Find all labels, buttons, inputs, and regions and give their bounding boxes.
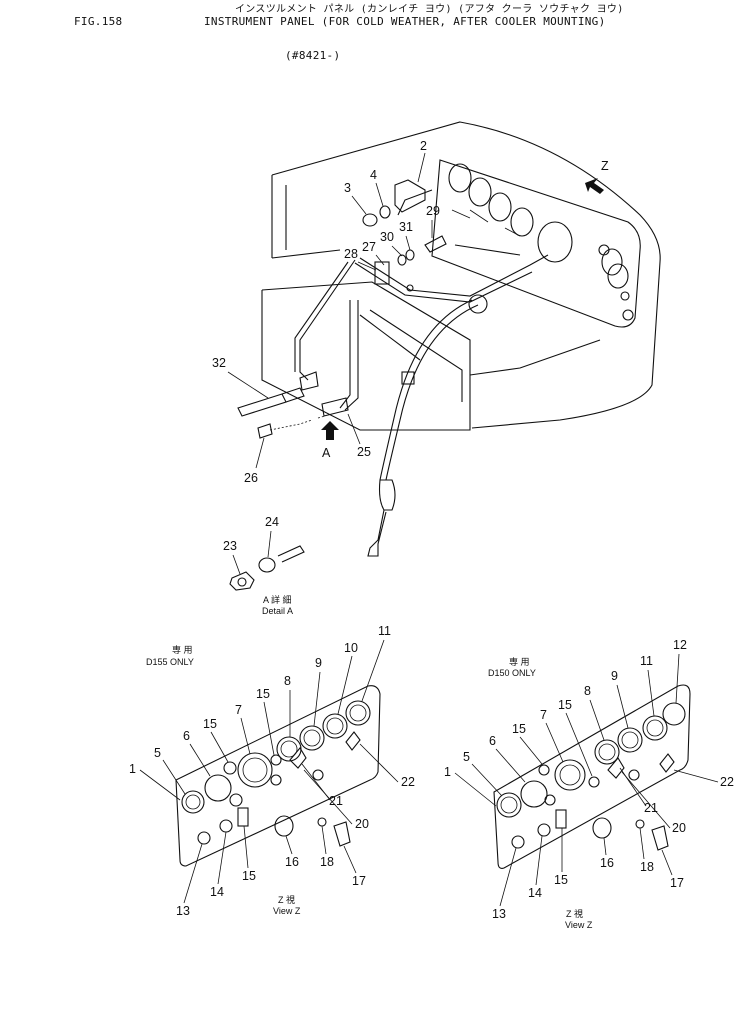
callout-23: 23 (223, 539, 237, 553)
figure-label: FIG.158 (74, 15, 123, 28)
callout-11: 11 (378, 624, 391, 638)
callout-3: 3 (344, 181, 351, 195)
callout-4: 4 (370, 168, 377, 182)
panel-d150-gauges (496, 702, 686, 851)
panel-d150-note-en: D150 ONLY (488, 668, 536, 678)
panel-d155-view-en: View Z (273, 906, 301, 916)
detail-a-arrow-label: A (322, 446, 331, 460)
callout-16: 16 (600, 856, 614, 870)
callout-27: 27 (362, 240, 376, 254)
callout-13: 13 (176, 904, 190, 918)
callout-24: 24 (265, 515, 279, 529)
callout-8: 8 (284, 674, 291, 688)
panel-d155-gauges (181, 700, 371, 847)
callout-15c: 15 (242, 869, 256, 883)
callout-29: 29 (426, 204, 440, 218)
callout-28: 28 (344, 247, 358, 261)
callout-21: 21 (644, 801, 658, 815)
callout-2: 2 (420, 139, 427, 153)
callout-9: 9 (315, 656, 322, 670)
panel-d150-view-en: View Z (565, 920, 593, 930)
serial-range: (#8421-) (285, 49, 341, 62)
callout-32: 32 (212, 356, 226, 370)
wiring-harness (294, 189, 549, 557)
panel-d150-callouts: 1 5 6 7 8 9 11 12 15 15 15 13 14 (444, 638, 734, 921)
callout-15a: 15 (512, 722, 526, 736)
callout-7: 7 (540, 708, 547, 722)
dashboard-housing (261, 121, 661, 431)
callout-18: 18 (320, 855, 334, 869)
callout-13: 13 (492, 907, 506, 921)
callout-25: 25 (357, 445, 371, 459)
panel-d155-note-jp: 専 用 (172, 644, 193, 655)
callout-7: 7 (235, 703, 242, 717)
callout-22: 22 (401, 775, 415, 789)
callout-11: 11 (640, 654, 653, 668)
callout-5: 5 (463, 750, 470, 764)
view-z-marker: Z (601, 159, 609, 173)
callout-20: 20 (355, 817, 369, 831)
hardware-parts (237, 179, 447, 439)
detail-a-arrow: A (321, 421, 339, 460)
callout-16: 16 (285, 855, 299, 869)
callout-5: 5 (154, 746, 161, 760)
detail-a-caption-en: Detail A (262, 606, 293, 616)
panel-d155-view-jp: Z 視 (278, 894, 295, 905)
callout-15b: 15 (256, 687, 270, 701)
top-callouts: 2 3 4 29 30 31 28 27 32 26 25 24 23 (212, 139, 440, 575)
callout-20: 20 (672, 821, 686, 835)
callout-1: 1 (444, 765, 451, 779)
figure-title: INSTRUMENT PANEL (FOR COLD WEATHER, AFTE… (204, 15, 606, 28)
callout-15b: 15 (558, 698, 572, 712)
detail-a-parts (229, 545, 305, 591)
callout-14: 14 (528, 886, 542, 900)
panel-gauges (448, 163, 634, 321)
panel-d150: 専 用 D150 ONLY 1 5 (444, 638, 734, 930)
detail-a-caption-jp: A 詳 細 (263, 594, 292, 605)
callout-30: 30 (380, 230, 394, 244)
kana-title: インスツルメント パネル (カンレイチ ヨウ) (アフタ クーラ ソウチャク ヨ… (235, 4, 624, 15)
callout-15c: 15 (554, 873, 568, 887)
callout-1: 1 (129, 762, 136, 776)
panel-d150-note-jp: 専 用 (509, 656, 530, 667)
panel-d155: 専 用 D155 ONLY 1 5 (129, 624, 415, 918)
callout-22: 22 (720, 775, 734, 789)
callout-6: 6 (183, 729, 190, 743)
panel-d155-note-en: D155 ONLY (146, 657, 194, 667)
callout-18: 18 (640, 860, 654, 874)
callout-8: 8 (584, 684, 591, 698)
view-z-arrow: Z (585, 159, 609, 194)
callout-17: 17 (670, 876, 684, 890)
callout-15a: 15 (203, 717, 217, 731)
panel-d150-view-jp: Z 視 (566, 908, 583, 919)
callout-6: 6 (489, 734, 496, 748)
callout-14: 14 (210, 885, 224, 899)
callout-17: 17 (352, 874, 366, 888)
callout-31: 31 (399, 220, 413, 234)
callout-10: 10 (344, 641, 358, 655)
callout-12: 12 (673, 638, 687, 652)
callout-26: 26 (244, 471, 258, 485)
callout-9: 9 (611, 669, 618, 683)
panel-d155-callouts: 1 5 6 7 8 9 10 11 15 15 15 13 14 (129, 624, 415, 918)
callout-21: 21 (329, 794, 343, 808)
